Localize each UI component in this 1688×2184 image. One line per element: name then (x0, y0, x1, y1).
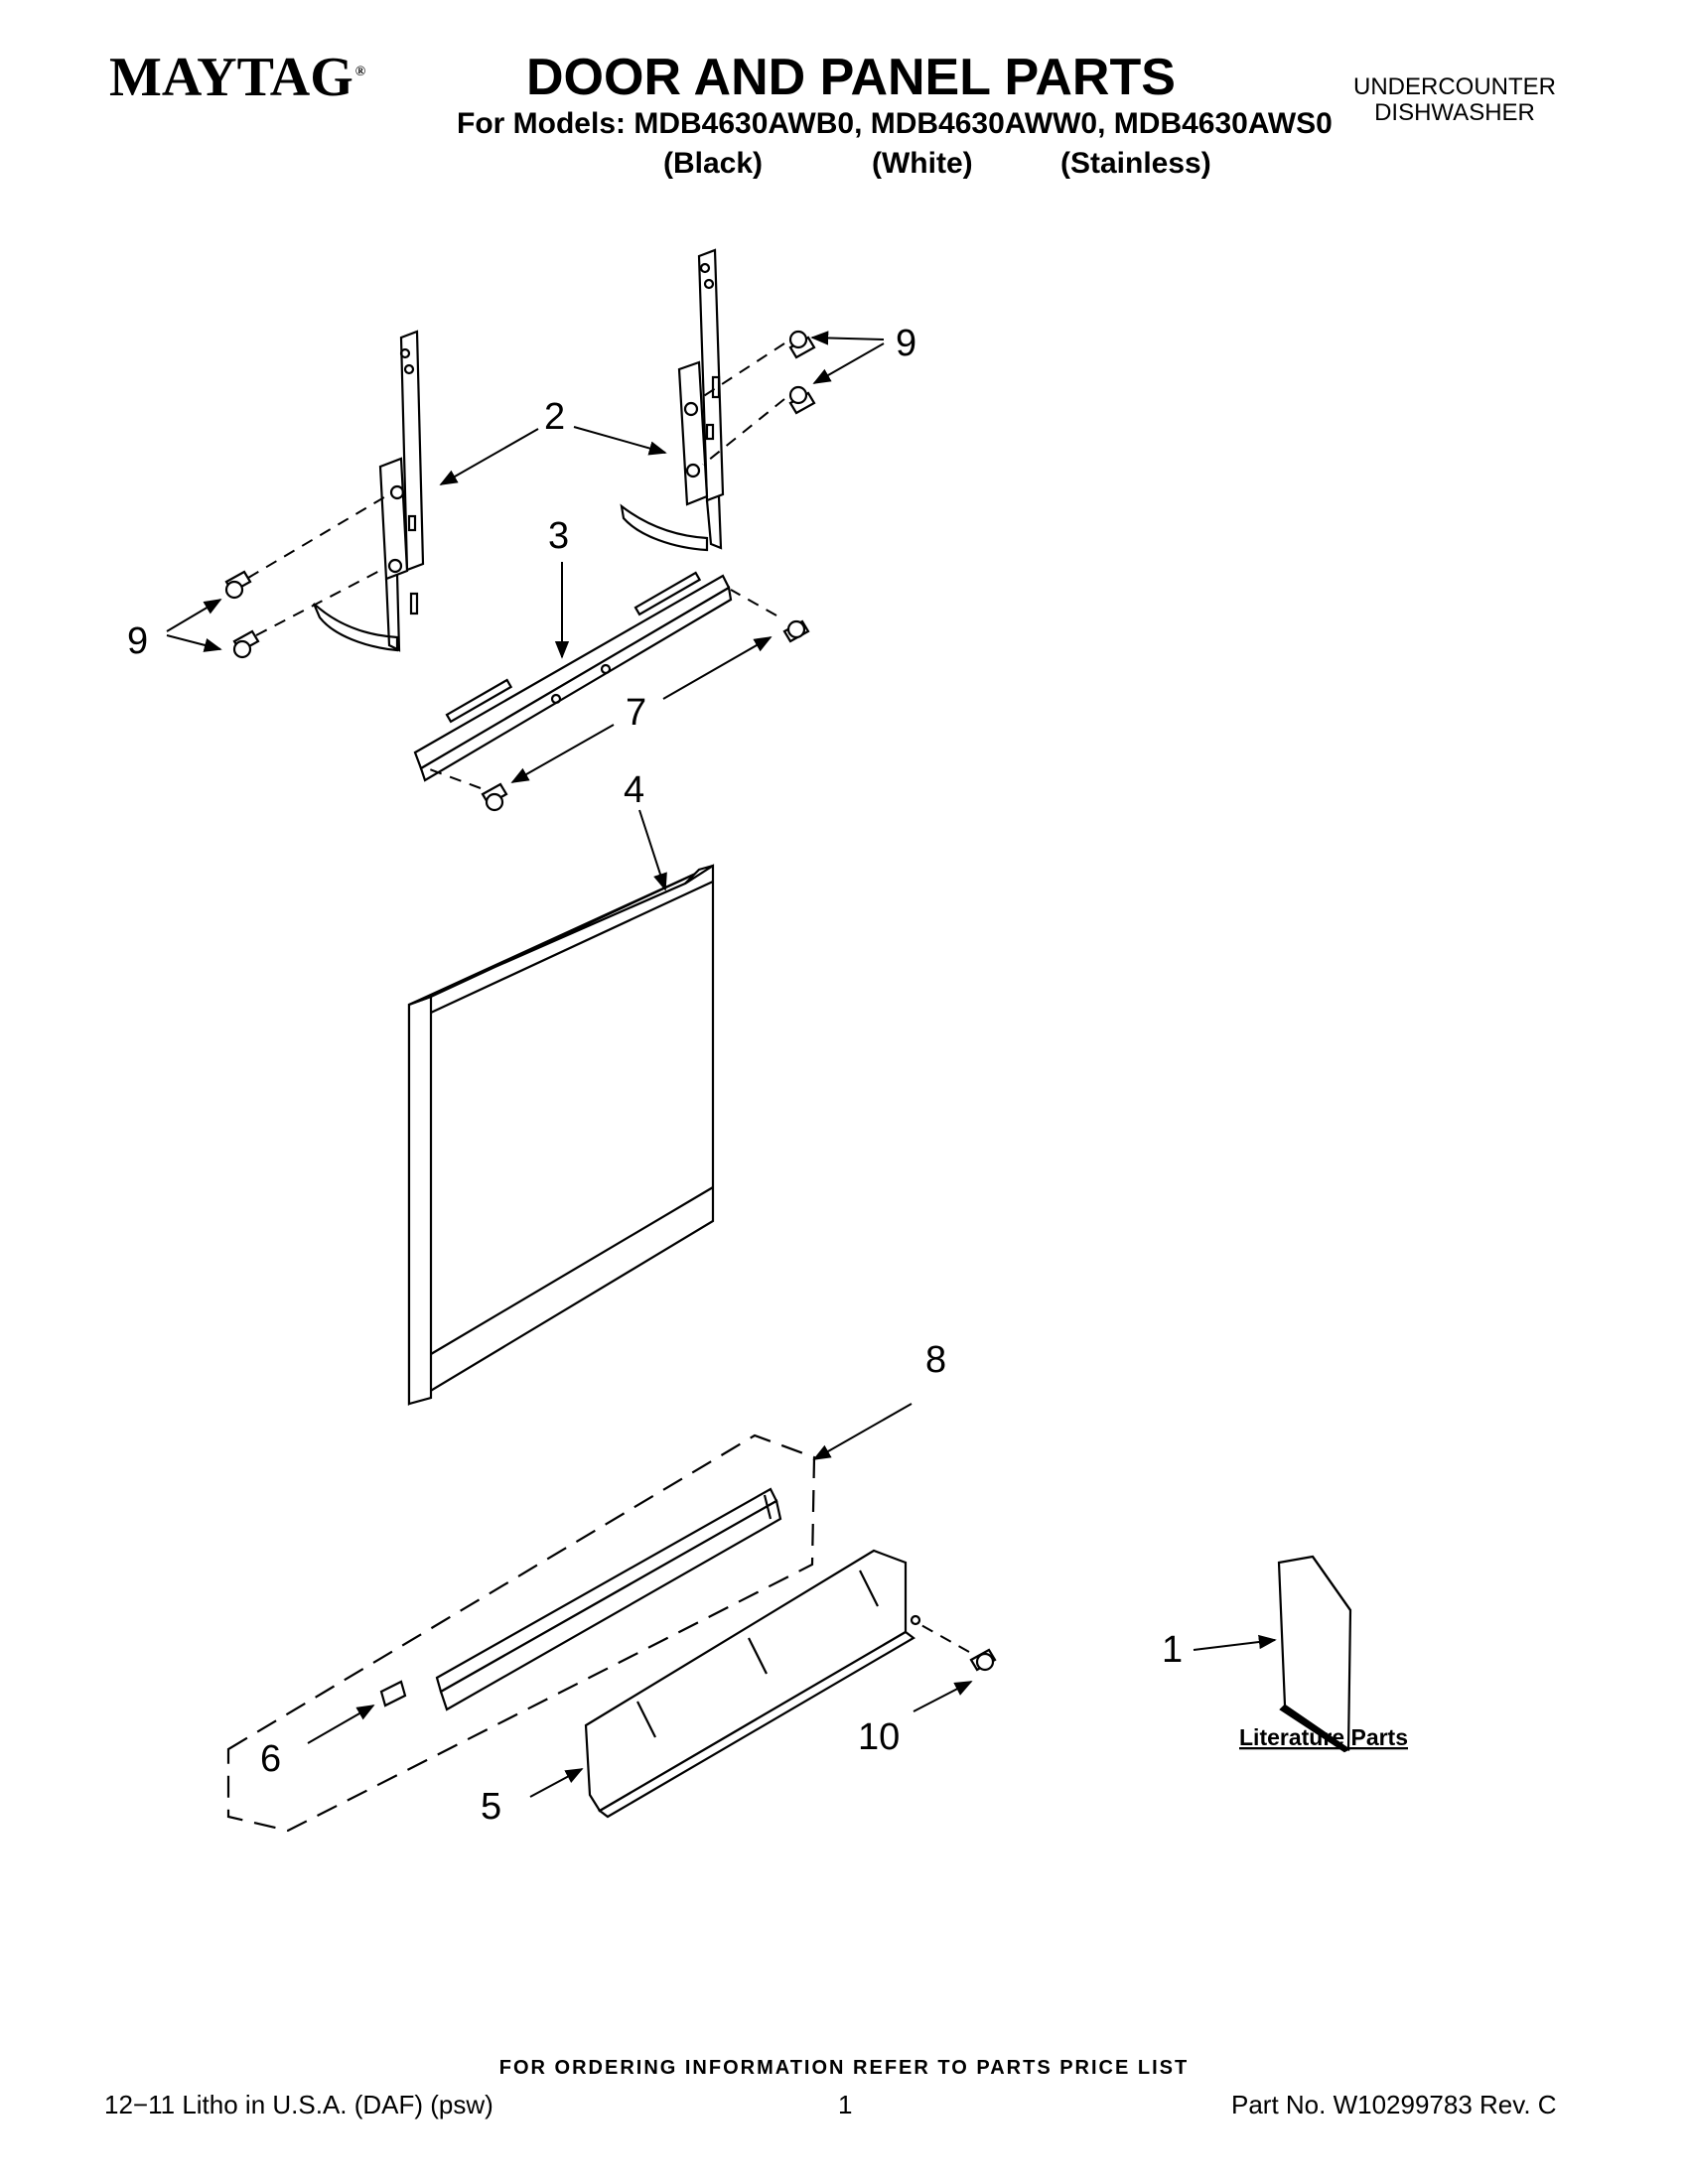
brand-logo: MAYTAG® (109, 50, 365, 105)
left-hinge-bracket (312, 330, 425, 652)
category-line-2: DISHWASHER (1374, 99, 1535, 127)
callout-7: 7 (626, 692, 646, 734)
callout-8: 8 (925, 1339, 946, 1381)
literature-parts-label: Literature Parts (1239, 1724, 1408, 1750)
callout-9-right: 9 (896, 323, 916, 364)
kit-boundary-dashed (226, 1433, 816, 1833)
callout-2: 2 (544, 396, 565, 438)
literature-book (1277, 1555, 1352, 1753)
variant-stainless: (Stainless) (1060, 147, 1211, 180)
callout-3: 3 (548, 515, 569, 557)
part-number: Part No. W10299783 Rev. C (1231, 2090, 1557, 2119)
page-number: 1 (838, 2090, 853, 2119)
callout-6: 6 (260, 1738, 281, 1780)
hinge-screws-right (788, 330, 816, 415)
leader-arrows (166, 331, 1277, 1798)
models-line: For Models: MDB4630AWB0, MDB4630AWW0, MD… (457, 107, 1333, 140)
door-bracket-rail (413, 571, 733, 782)
kick-plate-screw (969, 1648, 997, 1672)
callout-5: 5 (481, 1786, 501, 1828)
variant-black: (Black) (663, 147, 764, 180)
clip-part (379, 1680, 407, 1707)
callout-9-left: 9 (127, 620, 148, 662)
brand-name: MAYTAG (109, 47, 353, 108)
screw-paths (247, 342, 970, 1653)
kick-plate (584, 1549, 921, 1819)
right-hinge-bracket (620, 248, 725, 552)
category-line-1: UNDERCOUNTER (1353, 73, 1556, 100)
page-title: DOOR AND PANEL PARTS (526, 49, 1176, 106)
ordering-note: FOR ORDERING INFORMATION REFER TO PARTS … (498, 2057, 1190, 2079)
registered-mark: ® (354, 65, 366, 80)
variant-white: (White) (872, 147, 973, 180)
appliance-category: UNDERCOUNTER DISHWASHER (1321, 73, 1589, 127)
door-outer-panel (407, 864, 715, 1406)
toe-strip (435, 1487, 782, 1711)
litho-info: 12−11 Litho in U.S.A. (DAF) (psw) (104, 2090, 493, 2119)
callout-4: 4 (624, 769, 644, 811)
callout-1: 1 (1162, 1629, 1183, 1671)
hinge-screws-left (224, 570, 260, 659)
callout-10: 10 (858, 1716, 900, 1758)
rail-screws (481, 619, 810, 812)
